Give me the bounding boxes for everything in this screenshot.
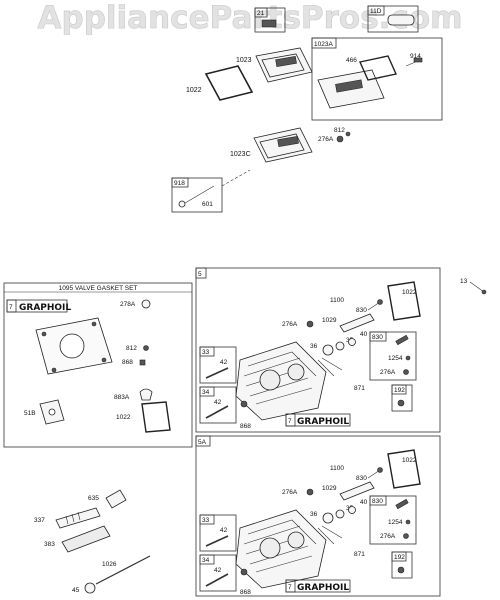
a5a-label-42b: 42 xyxy=(214,567,222,574)
a5a-label-34: 34 xyxy=(202,557,210,564)
part-13[interactable]: 13 xyxy=(460,278,487,295)
a5-label-1022: 1022 xyxy=(402,289,417,296)
a5a-label-871: 871 xyxy=(354,551,365,558)
a5a-brand: GRAPHOIL xyxy=(297,583,349,593)
a5-label-830b: 830 xyxy=(372,334,383,341)
label-812-top: 812 xyxy=(334,127,345,134)
cylinder-head-assembly-5a[interactable]: 5A 1100 830 1022 276A 1029 40 35 36 830 … xyxy=(195,435,441,597)
callout-21-label: 21 xyxy=(257,10,265,17)
a5a-label-868: 868 xyxy=(240,589,251,596)
label-635: 635 xyxy=(88,495,99,502)
a5a-brand-id: 7 xyxy=(288,584,292,591)
callout-box-918[interactable]: 918 601 xyxy=(171,177,223,213)
spark-plug-boot-635[interactable]: 635 xyxy=(88,489,127,509)
a5-label-42a: 42 xyxy=(220,359,228,366)
assembly-5a-id: 5A xyxy=(198,439,207,446)
valve-gasket-set-panel[interactable]: 1095 VALVE GASKET SET 7 GRAPHOIL 278A 81… xyxy=(3,282,193,448)
gasket-set-brand: GRAPHOIL xyxy=(19,303,71,313)
a5-brand: GRAPHOIL xyxy=(297,417,349,427)
label-1023a: 1023A xyxy=(314,41,333,48)
a5-brand-id: 7 xyxy=(288,418,292,425)
label-337: 337 xyxy=(34,517,45,524)
spark-plug-337[interactable]: 337 xyxy=(34,507,101,529)
label-601: 601 xyxy=(202,201,213,208)
a5a-label-1029: 1029 xyxy=(322,485,337,492)
a5-label-33: 33 xyxy=(202,349,210,356)
a5-label-868: 868 xyxy=(240,423,251,430)
a5-label-40: 40 xyxy=(360,331,368,338)
a5a-label-1100: 1100 xyxy=(330,465,344,472)
a5a-label-33: 33 xyxy=(202,517,210,524)
label-13: 13 xyxy=(460,278,468,285)
a5-label-830a: 830 xyxy=(356,307,367,314)
a5-label-276a-b: 276A xyxy=(380,369,396,376)
label-812-set: 812 xyxy=(126,345,137,352)
a5a-label-42a: 42 xyxy=(220,527,228,534)
label-1022-set: 1022 xyxy=(116,414,131,421)
label-918: 918 xyxy=(174,180,185,187)
label-914: 914 xyxy=(410,53,421,60)
label-868-set: 868 xyxy=(122,359,133,366)
cylinder-head-assembly-5[interactable]: 5 1100 830 1022 276A 1029 40 35 36 830 1… xyxy=(195,267,441,433)
dipstick-1026[interactable]: 1026 xyxy=(95,555,151,585)
label-383: 383 xyxy=(44,541,55,548)
valve-cover-1023c[interactable]: 1023C xyxy=(230,127,313,163)
callout-11d-label: 11D xyxy=(370,8,382,15)
part-45[interactable]: 45 xyxy=(72,582,96,594)
a5a-label-830b: 830 xyxy=(372,498,383,505)
a5-label-192: 192 xyxy=(394,387,405,394)
callout-21[interactable]: 21 xyxy=(254,7,286,33)
a5-label-34: 34 xyxy=(202,389,210,396)
a5a-label-192: 192 xyxy=(394,554,405,561)
a5a-label-40: 40 xyxy=(360,499,368,506)
ignition-coil-383[interactable]: 383 xyxy=(44,525,111,553)
label-466: 466 xyxy=(346,57,357,64)
a5a-label-276a: 276A xyxy=(282,489,298,496)
a5a-label-36: 36 xyxy=(310,511,318,518)
label-1023c: 1023C xyxy=(230,151,251,158)
label-45: 45 xyxy=(72,587,80,594)
assembly-box-1023a[interactable]: 1023A 466 914 xyxy=(311,37,443,121)
nut-812-top[interactable] xyxy=(345,131,351,137)
a5a-label-1254: 1254 xyxy=(388,519,403,526)
a5a-label-1022: 1022 xyxy=(402,457,417,464)
label-51b: 51B xyxy=(24,410,36,417)
a5-label-1100: 1100 xyxy=(330,297,344,304)
a5-label-871: 871 xyxy=(354,385,365,392)
washer-276a-top[interactable] xyxy=(336,135,344,143)
leader-918 xyxy=(221,169,251,187)
label-1022: 1022 xyxy=(186,87,202,94)
a5-label-276a: 276A xyxy=(282,321,298,328)
a5-label-1254: 1254 xyxy=(388,355,403,362)
valve-cover-1023[interactable]: 1023 xyxy=(236,47,313,83)
gasket-set-box-id: 7 xyxy=(9,304,13,311)
label-1023: 1023 xyxy=(236,57,252,64)
gasket-1022[interactable]: 1022 xyxy=(186,65,254,101)
a5-label-36: 36 xyxy=(310,343,318,350)
callout-11d[interactable]: 11D xyxy=(367,5,419,33)
a5a-label-276a-b: 276A xyxy=(380,533,396,540)
label-1026: 1026 xyxy=(102,561,117,568)
label-278a: 278A xyxy=(120,301,136,308)
a5-label-42b: 42 xyxy=(214,399,222,406)
label-883a: 883A xyxy=(114,394,130,401)
gasket-set-title: 1095 VALVE GASKET SET xyxy=(59,285,138,292)
a5a-label-830a: 830 xyxy=(356,475,367,482)
label-276a-top: 276A xyxy=(318,136,334,143)
assembly-5-id: 5 xyxy=(198,271,202,278)
a5-label-1029: 1029 xyxy=(322,317,337,324)
